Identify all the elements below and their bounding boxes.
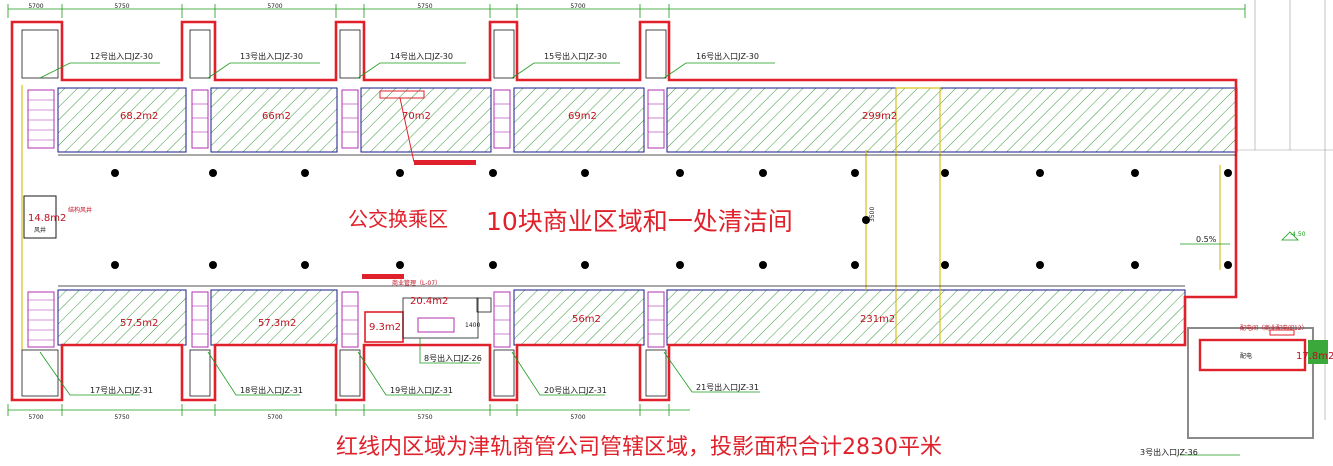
left-vent-shaft: 14.8m2 风井 结构风井 [23,195,92,239]
area-top-3: 70m2 [402,111,431,122]
dim-top-4: 5750 [417,3,432,10]
entrance-labels-bottom: 17号出入口JZ-31 18号出入口JZ-31 19号出入口JZ-31 20号出… [90,353,1198,457]
zone-bottom-2 [210,289,338,346]
area-top-1: 68.2m2 [120,111,158,122]
entrance-leaders-bottom [39,338,1240,456]
area-bottom-5: 56m2 [572,314,601,325]
zone-top-1 [57,87,187,153]
top-commercial-zones [57,87,1238,153]
bottom-dimension-line [7,404,690,416]
entrance-right-3: 3号出入口JZ-36 [1140,447,1198,457]
zone-bottom-3 [513,289,645,346]
title-sub: 10块商业区域和一处清洁间 [486,207,793,236]
dim-bottom-1: 5700 [28,414,43,421]
left-tag: 结构风井 [68,206,92,214]
top-dimension-line [7,4,1246,18]
entrance-top-12: 12号出入口JZ-30 [90,51,153,61]
zone-top-4 [513,87,645,153]
right-room-label: 配电 [1240,352,1252,360]
right-room: 配电 17.8m2 配电间（商业配电间12） [1187,324,1333,439]
entrance-bottom-20: 20号出入口JZ-31 [544,385,607,395]
area-left: 14.8m2 [28,213,66,224]
bottom-middle-rooms: 商业管理（L-07） [364,279,492,343]
dim-top-2: 5750 [114,3,129,10]
zone-bottom-4 [666,289,1186,346]
red-boundary [10,20,1238,402]
bottom-stairs [27,291,665,348]
area-bottom-3: 9.3m2 [369,322,401,333]
column-dots [111,169,1232,269]
concourse-rails [58,154,1236,287]
zone-top-3 [360,87,492,153]
left-box-label: 风井 [34,226,46,234]
red-markers [362,90,1295,336]
footer-note: 红线内区域为津轨商管公司管辖区域，投影面积合计2830平米 [336,435,942,460]
area-right: 17.8m2 [1296,351,1333,362]
entrance-top-13: 13号出入口JZ-30 [240,51,303,61]
entrance-bottom-17: 17号出入口JZ-31 [90,385,153,395]
zone-bottom-1 [57,289,187,346]
dim-bottom-2: 5750 [114,414,129,421]
area-bottom-1: 57.5m2 [120,318,158,329]
dim-top-5: 5700 [570,3,585,10]
entrance-shafts [21,29,667,397]
dim-small: 1400 [465,322,480,329]
entrance-bottom-19: 19号出入口JZ-31 [390,385,453,395]
slope-indicator: 0.5% -4.50 [1180,231,1306,245]
entrance-top-15: 15号出入口JZ-30 [544,51,607,61]
entrance-top-14: 14号出入口JZ-30 [390,51,453,61]
dim-top-1: 5700 [28,3,43,10]
top-stairs [27,89,665,149]
area-top-5: 299m2 [862,111,897,122]
bottom-commercial-zones [57,289,1186,346]
right-tag: 配电间（商业配电间12） [1240,324,1308,332]
top-dimension-labels: 5700 5750 5700 5750 5700 [28,3,585,10]
zone-top-2 [210,87,338,153]
dim-top-3: 5700 [267,3,282,10]
entrance-labels-top: 12号出入口JZ-30 13号出入口JZ-30 14号出入口JZ-30 15号出… [90,51,759,61]
zone-top-5 [666,87,1238,153]
dim-bottom-3: 5700 [267,414,282,421]
entrance-leaders-top [39,62,775,79]
entrance-special-8: 8号出入口JZ-26 [424,353,482,363]
entrance-bottom-21: 21号出入口JZ-31 [696,382,759,392]
dim-bottom-5: 5700 [570,414,585,421]
entrance-top-16: 16号出入口JZ-30 [696,51,759,61]
area-bottom-6: 231m2 [860,314,895,325]
center-tag: 商业管理（L-07） [392,279,441,287]
leader-line [399,97,415,163]
area-top-2: 66m2 [262,111,291,122]
entrance-bottom-18: 18号出入口JZ-31 [240,385,303,395]
title-main: 公交换乘区 [348,207,448,231]
slope-label: 0.5% [1196,235,1217,244]
bottom-dimension-labels: 5700 5750 5700 5750 5700 [28,414,585,421]
area-labels-bottom: 57.5m2 57.3m2 9.3m2 20.4m2 56m2 231m2 [120,296,895,333]
area-bottom-2: 57.3m2 [258,318,296,329]
area-labels-top: 68.2m2 66m2 70m2 69m2 299m2 [120,111,897,122]
dim-bottom-4: 5750 [417,414,432,421]
stair-treads [28,99,664,341]
dim-vertical: 3500 [869,207,876,222]
area-bottom-4: 20.4m2 [410,296,448,307]
area-top-4: 69m2 [568,111,597,122]
elevation-label: -4.50 [1290,231,1306,238]
